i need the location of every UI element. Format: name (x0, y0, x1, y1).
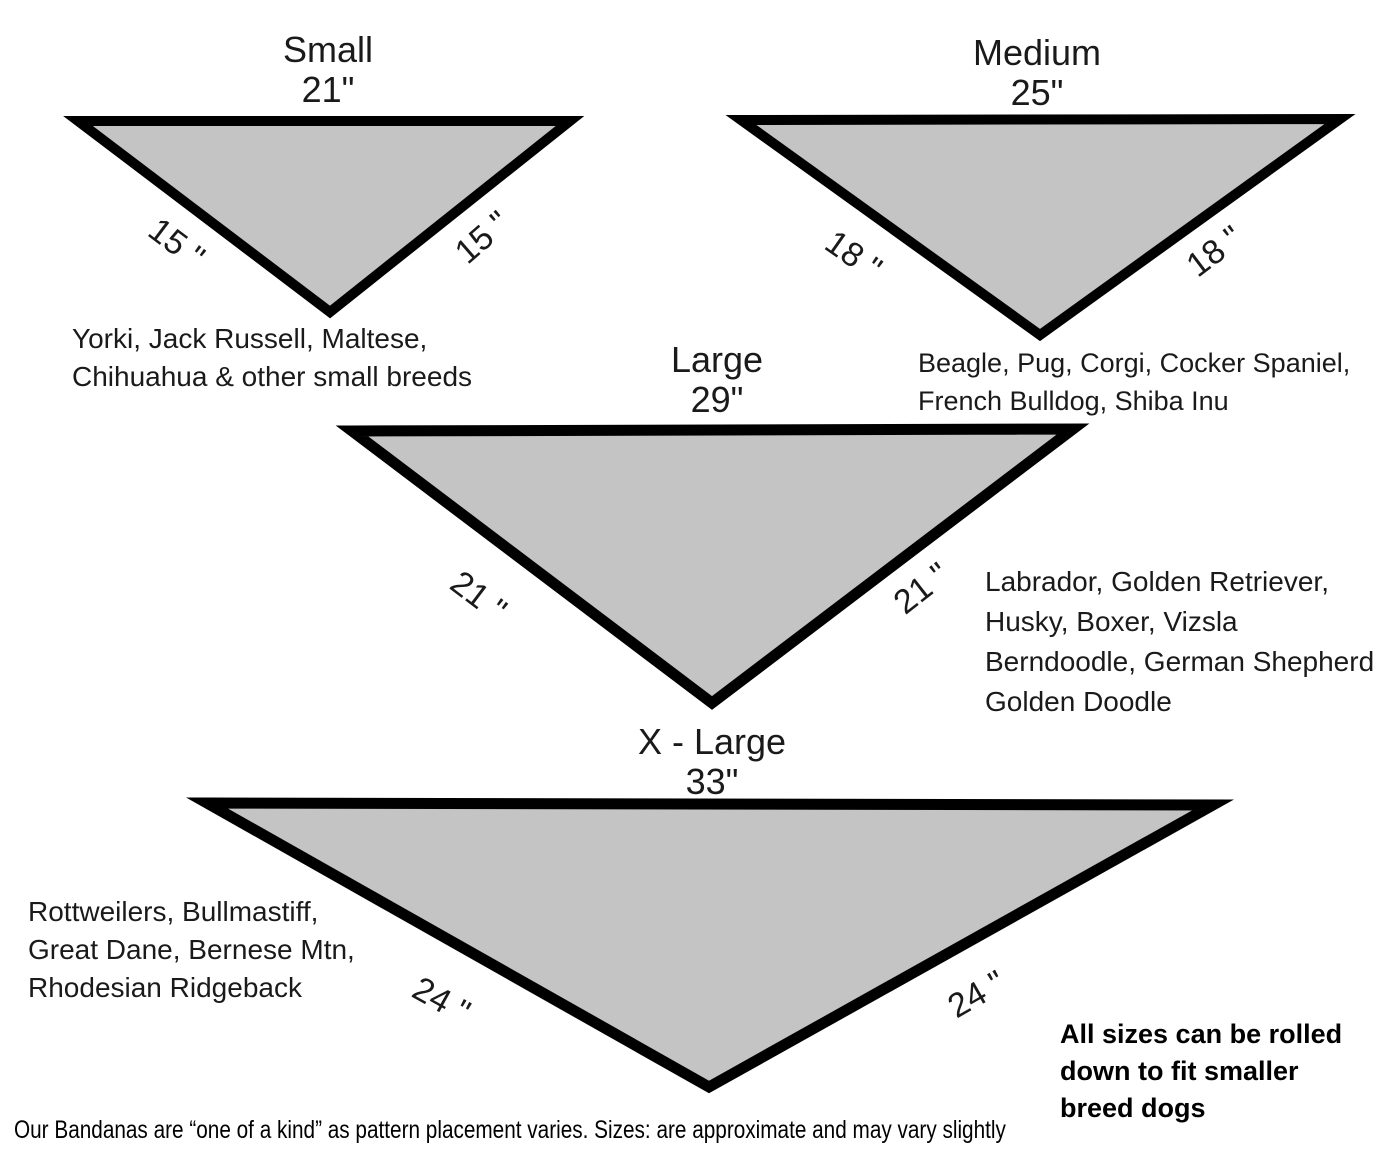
small-size-title: Small 21" (178, 30, 478, 110)
small-size-name: Small (282, 29, 374, 70)
roll-down-note-line: All sizes can be rolled (1060, 1019, 1343, 1049)
medium-breeds-line: French Bulldog, Shiba Inu (918, 386, 1229, 416)
xlarge-triangle (186, 797, 1235, 1094)
medium-neck-measure: 25" (1010, 72, 1064, 113)
large-breeds-list: Labrador, Golden Retriever, Husky, Boxer… (985, 562, 1374, 722)
medium-size-name: Medium (972, 32, 1102, 73)
xlarge-breeds-line: Great Dane, Bernese Mtn, (28, 934, 355, 965)
roll-down-note: All sizes can be rolled down to fit smal… (1060, 1016, 1342, 1127)
large-breeds-line: Labrador, Golden Retriever, (985, 566, 1329, 597)
medium-breeds-line: Beagle, Pug, Corgi, Cocker Spaniel, (918, 348, 1351, 378)
large-neck-measure: 29" (690, 379, 744, 420)
medium-breeds-list: Beagle, Pug, Corgi, Cocker Spaniel, Fren… (918, 344, 1350, 420)
small-breeds-line: Chihuahua & other small breeds (72, 361, 473, 392)
medium-triangle (725, 113, 1356, 342)
roll-down-note-line: down to fit smaller (1060, 1056, 1299, 1086)
small-breeds-line: Yorki, Jack Russell, Maltese, (72, 323, 428, 354)
large-breeds-line: Golden Doodle (985, 686, 1172, 717)
roll-down-note-line: breed dogs (1060, 1093, 1206, 1123)
xlarge-breeds-list: Rottweilers, Bullmastiff, Great Dane, Be… (28, 893, 355, 1007)
xlarge-neck-measure: 33" (685, 761, 739, 802)
xlarge-size-name: X - Large (637, 721, 787, 762)
xlarge-breeds-line: Rottweilers, Bullmastiff, (28, 896, 319, 927)
small-breeds-list: Yorki, Jack Russell, Maltese, Chihuahua … (72, 320, 472, 396)
disclaimer-text: Our Bandanas are “one of a kind” as patt… (14, 1116, 1006, 1144)
xlarge-size-title: X - Large 33" (562, 722, 862, 802)
xlarge-breeds-line: Rhodesian Ridgeback (28, 972, 302, 1003)
large-size-name: Large (670, 339, 764, 380)
large-triangle (335, 423, 1090, 710)
small-neck-measure: 21" (301, 69, 355, 110)
small-triangle (63, 116, 585, 319)
large-size-title: Large 29" (567, 340, 867, 420)
large-breeds-line: Husky, Boxer, Vizsla (985, 606, 1238, 637)
medium-size-title: Medium 25" (887, 33, 1187, 113)
large-breeds-line: Berndoodle, German Shepherd (985, 646, 1375, 677)
